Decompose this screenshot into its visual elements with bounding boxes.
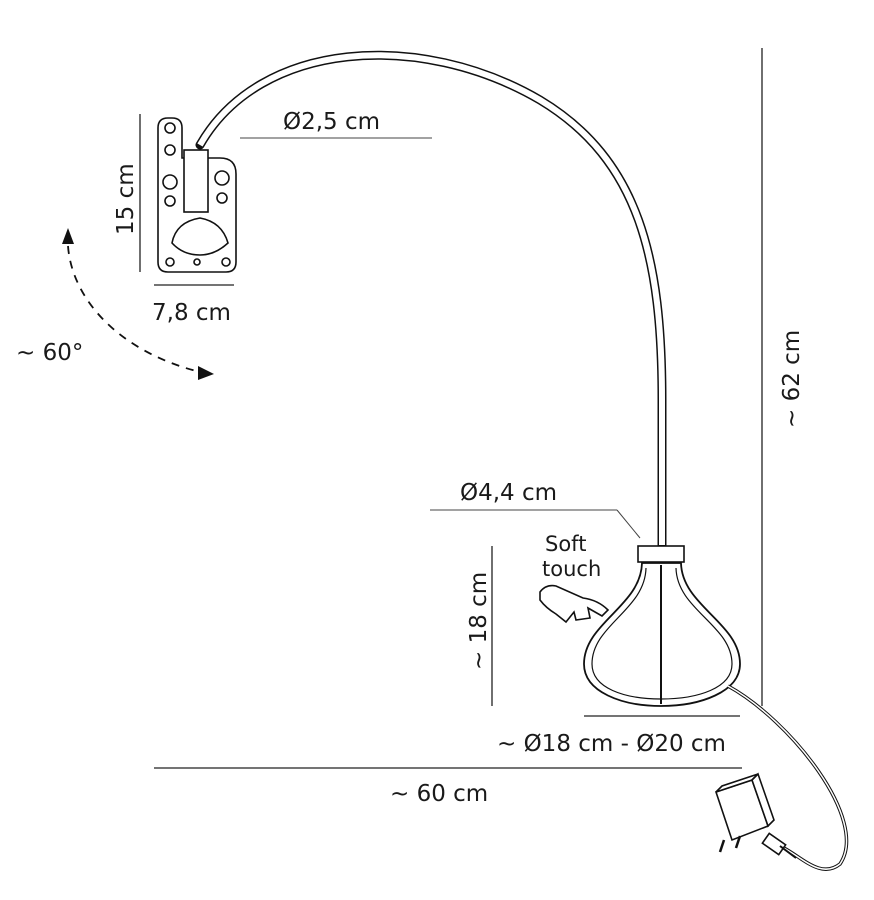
power-cable	[727, 684, 849, 871]
rotation-arrow-icon: ~ 60°	[16, 228, 214, 380]
shade-height-dimension: ~ 18 cm	[466, 546, 493, 706]
soft-touch-line2: touch	[542, 557, 601, 581]
neck-diameter-label: Ø4,4 cm	[460, 480, 557, 506]
pointing-hand-icon	[539, 584, 610, 624]
lamp-shade	[583, 545, 741, 707]
total-height-dimension: ~ 62 cm	[761, 48, 805, 706]
shade-height-label: ~ 18 cm	[466, 572, 492, 670]
neck-diameter-dimension: Ø4,4 cm	[430, 480, 641, 539]
bracket-height-label: 15 cm	[113, 163, 139, 235]
arm-diameter-label: Ø2,5 cm	[283, 109, 380, 135]
arm-diameter-dimension: Ø2,5 cm	[240, 109, 432, 139]
bracket-width-dimension: 7,8 cm	[152, 284, 234, 326]
soft-touch-indicator: Soft touch	[539, 532, 610, 624]
wall-bracket	[157, 117, 237, 273]
shade-diameter-dimension: ~ Ø18 cm - Ø20 cm	[497, 715, 740, 757]
total-height-label: ~ 62 cm	[779, 330, 805, 428]
shade-diameter-label: ~ Ø18 cm - Ø20 cm	[497, 731, 726, 757]
bracket-height-dimension: 15 cm	[113, 114, 141, 272]
total-reach-dimension: ~ 60 cm	[154, 767, 742, 807]
lamp-arm	[195, 50, 667, 550]
rotation-angle-label: ~ 60°	[16, 340, 83, 366]
power-adapter-icon	[714, 772, 797, 859]
soft-touch-line1: Soft	[545, 532, 586, 556]
total-reach-label: ~ 60 cm	[390, 781, 488, 807]
bracket-width-label: 7,8 cm	[152, 300, 231, 326]
